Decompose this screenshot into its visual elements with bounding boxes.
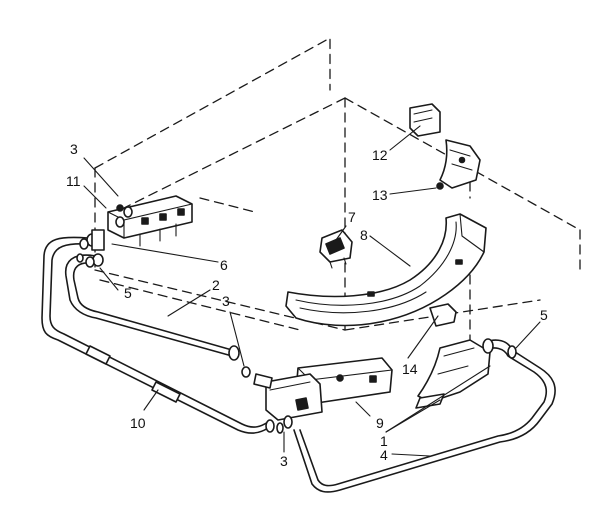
right-tube-assembly bbox=[276, 338, 556, 493]
callout-6: 6 bbox=[220, 257, 228, 273]
callout-14: 14 bbox=[402, 361, 418, 377]
callout-9: 9 bbox=[376, 415, 384, 431]
callout-11: 11 bbox=[66, 173, 81, 189]
right-lower-bracket bbox=[415, 303, 491, 409]
callout-3-middle: 3 bbox=[222, 293, 230, 309]
callout-3-bottom: 3 bbox=[280, 453, 288, 469]
callout-10: 10 bbox=[130, 415, 146, 431]
left-tube-assembly bbox=[41, 236, 275, 434]
callout-2: 2 bbox=[212, 277, 220, 293]
right-upper-bracket bbox=[409, 103, 481, 190]
front-base-bracket bbox=[265, 357, 393, 421]
callout-7: 7 bbox=[348, 209, 356, 225]
callout-8: 8 bbox=[360, 227, 368, 243]
leader-lines bbox=[83, 125, 541, 457]
callout-5-left: 5 bbox=[124, 285, 132, 301]
callout-3-top: 3 bbox=[70, 141, 78, 157]
left-hinge-bracket bbox=[107, 195, 193, 247]
callout-labels: 3 11 12 13 7 8 6 2 3 5 5 14 10 9 1 3 4 bbox=[66, 141, 548, 469]
curved-support-rail bbox=[285, 213, 487, 327]
left-tube-fittings bbox=[76, 229, 105, 268]
callout-1: 1 bbox=[380, 433, 388, 449]
callout-4: 4 bbox=[380, 447, 388, 463]
retainer-clip bbox=[319, 229, 353, 269]
center-tube bbox=[64, 254, 273, 389]
callout-13: 13 bbox=[372, 187, 388, 203]
callout-12: 12 bbox=[372, 147, 388, 163]
callout-5-right: 5 bbox=[540, 307, 548, 323]
